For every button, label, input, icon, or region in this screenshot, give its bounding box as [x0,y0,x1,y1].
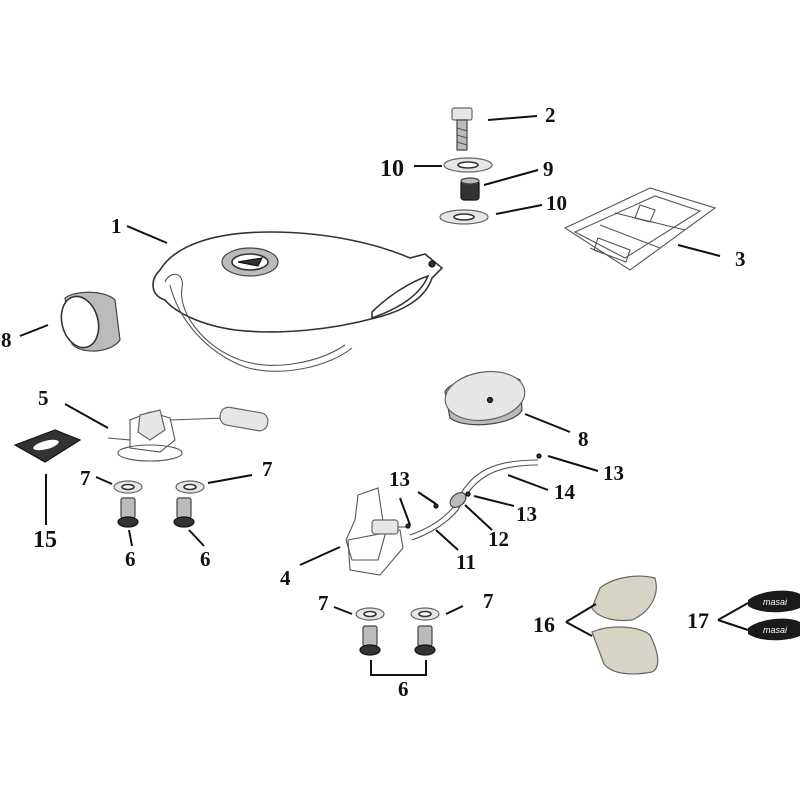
filter-cap-left [60,291,121,352]
decal-upper-text: masai [763,597,788,607]
leader-8a [19,324,49,337]
label-13a: 13 [389,467,410,491]
label-7c: 7 [318,591,329,615]
label-8b: 8 [578,427,589,451]
label-13c: 13 [516,502,537,526]
bolt [451,107,473,151]
leader-17b [717,619,749,631]
label-5: 5 [38,386,49,410]
washer-left-a [113,480,143,494]
label-12: 12 [488,527,509,551]
leader-4 [299,546,341,566]
label-17: 17 [687,608,709,633]
washer-left-b [175,480,205,494]
leader-16a [565,603,597,623]
label-8a: 8 [1,328,12,352]
spacer-collar [460,177,480,201]
decal-lower-text: masai [763,625,788,635]
label-9: 9 [543,157,554,181]
decal-upper: masai [748,590,800,613]
leader-5 [64,403,109,429]
leader-17a [717,602,749,621]
knee-pad-lower [591,626,659,675]
leader-13c [473,495,515,507]
label-6a: 6 [125,547,136,571]
label-16: 16 [533,612,555,637]
filter-cap-right [444,370,526,426]
leader-7a [95,476,113,485]
knee-pad-upper [591,575,657,622]
leader-13b [547,455,599,472]
label-6c: 6 [398,677,409,701]
label-7b: 7 [262,457,273,481]
label-7d: 7 [483,589,494,613]
label-10a: 10 [380,156,404,182]
washer-bottom-b [410,607,440,621]
bolt-left-b [173,497,195,528]
fuel-tap [345,487,410,576]
mounting-bracket [563,187,717,271]
label-13b: 13 [603,461,624,485]
inline-fuel-filter [449,492,467,508]
label-7a: 7 [80,466,91,490]
label-6b: 6 [200,547,211,571]
leader-13a [399,497,411,526]
leader-9 [483,169,539,186]
bolt-left-a [117,497,139,528]
leader-8b [524,413,571,433]
leader-1 [126,225,168,244]
leader-11 [435,529,459,551]
label-15: 15 [33,527,57,553]
part-number-labels: 1 2 3 4 5 6 6 6 7 7 7 7 8 8 9 10 10 11 1… [1,103,746,701]
bolt-bottom-a [359,625,381,656]
leader-6c [370,660,427,676]
label-1: 1 [111,214,122,238]
fuel-tank [152,231,444,372]
leader-lines [19,115,749,676]
leader-6a [128,529,133,547]
label-11: 11 [456,550,476,574]
leader-13a2 [417,491,437,505]
leader-10b [495,204,543,215]
leader-12 [464,504,493,531]
decal-lower: masai [748,618,800,641]
sender-gasket [13,429,82,463]
leader-14 [507,474,549,491]
leader-6b [188,529,205,547]
washer-upper [443,157,493,173]
washer-lower [439,209,489,225]
leader-2 [487,115,538,121]
label-2: 2 [545,103,556,127]
label-10b: 10 [546,191,567,215]
label-3: 3 [735,247,746,271]
leader-16b [565,621,593,637]
fuel-level-sender [107,406,269,462]
leader-7c [333,606,353,615]
leader-7d [445,605,464,615]
label-14: 14 [554,480,576,504]
leader-3 [677,244,721,257]
label-4: 4 [280,566,291,590]
bolt-bottom-b [414,625,436,656]
washer-bottom-a [355,607,385,621]
leader-7b [207,474,253,484]
